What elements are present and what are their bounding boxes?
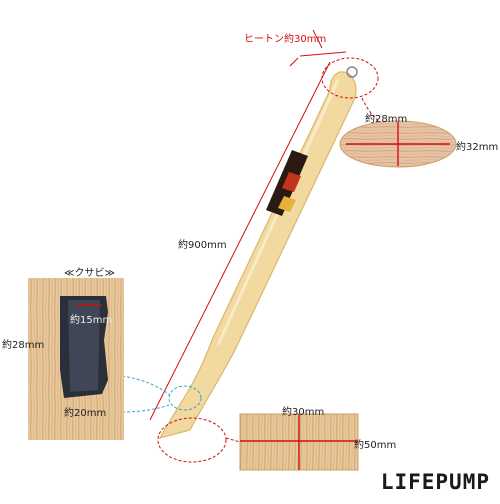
- top-callout: [321, 57, 457, 168]
- wedge-title: ≪クサビ≫: [64, 268, 115, 279]
- top-depth-label: 約28mm: [365, 114, 408, 125]
- heel-width-label: ヒートン約30mm: [244, 34, 327, 45]
- top-width-label: 約32mm: [456, 142, 499, 153]
- wedge-inner-label: 約15mm: [70, 315, 113, 326]
- eyelet-icon: [346, 66, 358, 78]
- brand-logo: LIFEPUMP: [380, 470, 490, 494]
- length-label: 約900mm: [178, 240, 227, 251]
- wedge-width-label: 約20mm: [64, 408, 107, 419]
- bottom-callout: [157, 413, 359, 471]
- wedge-callout: [121, 375, 202, 413]
- bottom-width-label: 約30mm: [282, 407, 325, 418]
- wedge-height-label: 約28mm: [2, 340, 45, 351]
- bottom-length-label: 約50mm: [354, 440, 397, 451]
- axe-handle: [158, 66, 358, 439]
- handle-sticker: [266, 150, 308, 216]
- wedge-photo: [28, 278, 124, 440]
